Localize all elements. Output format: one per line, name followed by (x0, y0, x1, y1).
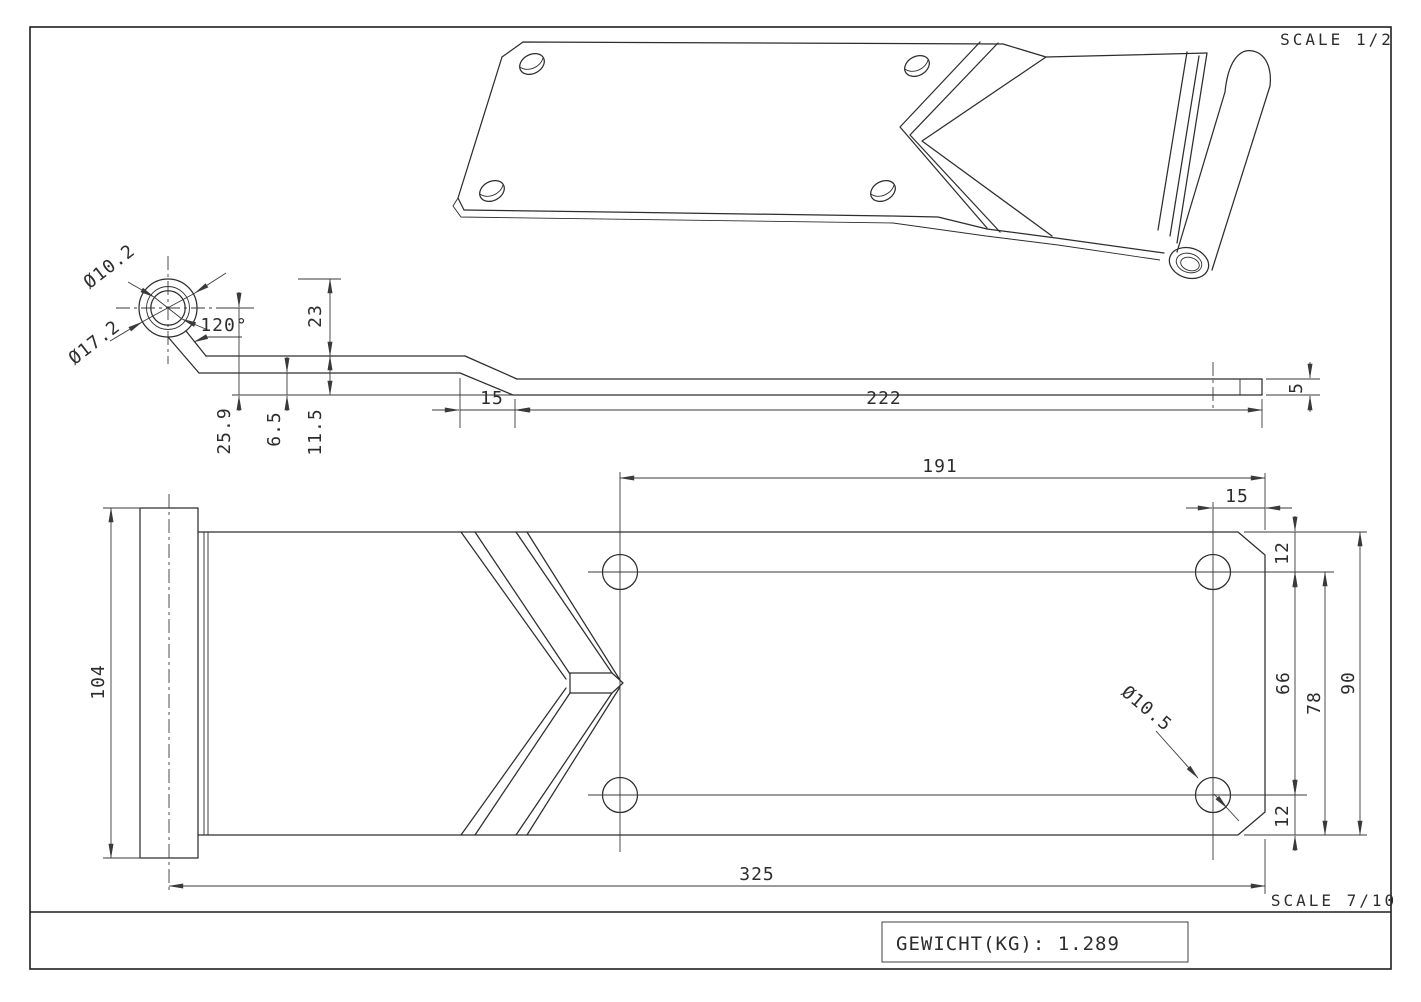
dim-label-12-bottom: 12 (1272, 804, 1293, 828)
dim-label-12-top: 12 (1272, 541, 1293, 565)
side-view: Ø10.2 Ø17.2 120° 23 11.5 25.9 6.5 (65, 240, 1320, 456)
isometric-view (452, 41, 1272, 280)
scale-ortho-label: SCALE 7/10 (1271, 891, 1397, 910)
dim-label-325: 325 (739, 864, 775, 885)
dim-label-6-5: 6.5 (264, 411, 285, 447)
dim-label-66: 66 (1273, 671, 1294, 695)
dim-label-191: 191 (922, 456, 958, 477)
dim-label-78: 78 (1304, 691, 1325, 715)
dim-label-90: 90 (1338, 671, 1359, 695)
dim-label-25-9: 25.9 (214, 407, 235, 454)
iso-hole (870, 180, 896, 202)
dim-label-23: 23 (305, 304, 326, 328)
dim-label-dia-10-5: Ø10.5 (1117, 682, 1176, 736)
iso-hole (904, 55, 930, 77)
dim-label-dia-17-2: Ø17.2 (65, 316, 125, 369)
dim-label-15-plan: 15 (1225, 486, 1249, 507)
scale-iso-label: SCALE 1/2 (1280, 30, 1394, 49)
dim-label-222: 222 (866, 388, 902, 409)
plan-view: 104 191 15 12 66 78 90 12 Ø10.5 325 (88, 456, 1367, 894)
iso-hole (519, 53, 545, 75)
iso-hole (479, 180, 505, 202)
dim-label-15-side: 15 (480, 388, 504, 409)
dim-label-120deg: 120° (200, 315, 247, 336)
dim-label-11-5: 11.5 (305, 408, 326, 455)
dim-label-5: 5 (1286, 382, 1307, 394)
dim-label-104: 104 (88, 664, 109, 700)
weight-label: GEWICHT(KG): 1.289 (896, 933, 1120, 955)
border-frame: SCALE 1/2 SCALE 7/10 (29, 26, 1397, 970)
title-block: GEWICHT(KG): 1.289 (881, 921, 1189, 963)
dim-label-dia-10-2: Ø10.2 (80, 240, 140, 293)
